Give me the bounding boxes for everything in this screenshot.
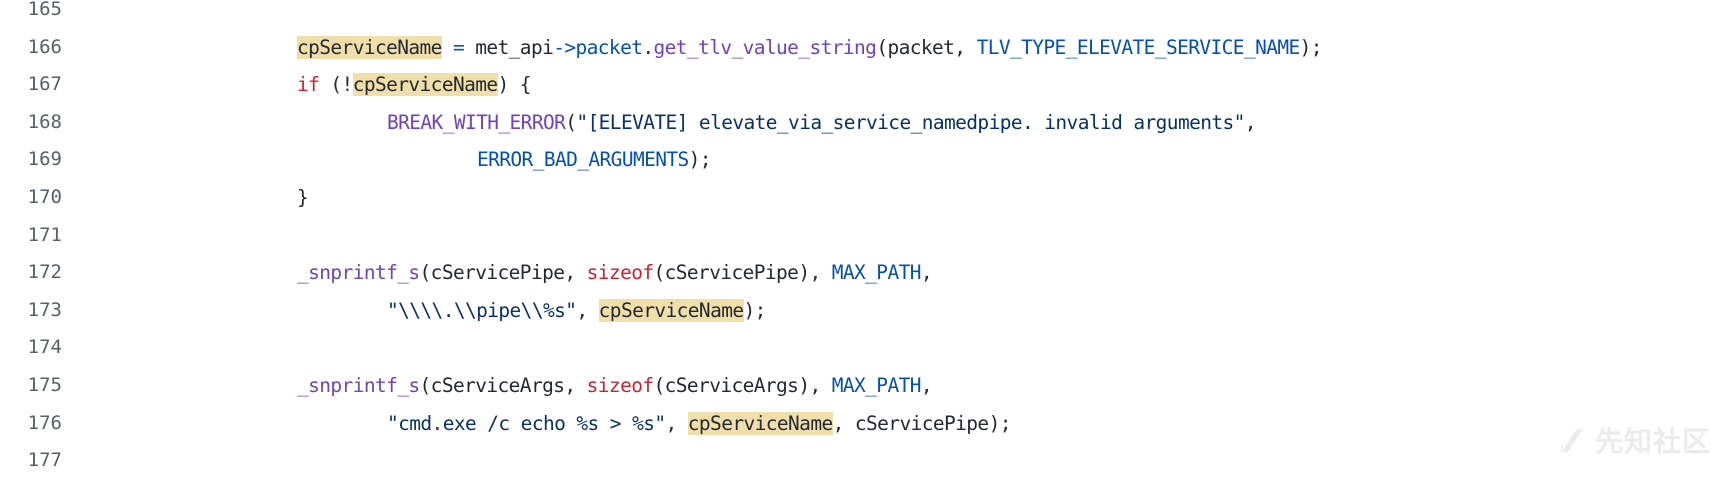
code-content: _snprintf_s(cServiceArgs, sizeof(cServic… (297, 367, 933, 405)
code-token: MAX_PATH (831, 373, 922, 397)
highlighted-identifier: cpServiceName (297, 35, 442, 59)
code-line: 176 "cmd.exe /c echo %s > %s", cpServiceN… (0, 405, 1727, 443)
logo-slash-icon (1560, 429, 1583, 453)
code-line: 170} (0, 179, 1727, 217)
code-token: packet (575, 35, 643, 59)
code-token: , (576, 298, 599, 322)
code-token: _snprintf_s (297, 261, 420, 285)
code-token: , (920, 373, 933, 397)
code-token: = (452, 35, 465, 59)
code-token: ); (688, 148, 712, 172)
highlighted-identifier: cpServiceName (598, 298, 744, 322)
code-token: , cServicePipe); (832, 411, 1012, 435)
code-token: "[ELEVATE] elevate_via_service_namedpipe… (576, 110, 1245, 134)
code-token: ); (743, 298, 767, 322)
line-number[interactable]: 175 (27, 373, 62, 396)
line-number[interactable]: 170 (27, 185, 62, 208)
code-token (442, 36, 453, 59)
line-number[interactable]: 173 (27, 298, 62, 321)
code-token: } (297, 185, 309, 209)
code-content: BREAK_WITH_ERROR("[ELEVATE] elevate_via_… (387, 104, 1257, 142)
code-token: get_tlv_value_string (653, 35, 877, 59)
line-number[interactable]: 174 (27, 336, 62, 359)
code-token: (cServiceArgs, (419, 373, 587, 397)
code-token: _snprintf_s (297, 373, 420, 397)
line-number[interactable]: 172 (27, 261, 62, 284)
code-token: (cServicePipe, (419, 261, 587, 285)
code-token: (packet, (876, 35, 977, 59)
code-token: ERROR_BAD_ARGUMENTS (477, 148, 689, 172)
code-content: } (297, 179, 309, 217)
code-token: BREAK_WITH_ERROR (387, 110, 566, 134)
line-number[interactable]: 171 (27, 223, 62, 246)
code-token: (! (319, 73, 353, 97)
line-number[interactable]: 168 (27, 110, 62, 133)
code-line: 173 "\\\\.\\pipe\\%s", cpServiceName); (0, 292, 1727, 330)
line-number[interactable]: 166 (27, 35, 62, 58)
code-token: MAX_PATH (831, 261, 922, 285)
code-line: 165 (0, 0, 1727, 29)
code-line: 166 cpServiceName = met_api->packet.get_t… (0, 29, 1727, 67)
code-token: (cServicePipe), (653, 261, 832, 285)
highlighted-identifier: cpServiceName (687, 411, 833, 435)
code-line: 177 (0, 442, 1727, 480)
code-line: 172 _snprintf_s(cServicePipe, sizeof(cSer… (0, 254, 1727, 292)
code-line: 171 (0, 217, 1727, 255)
code-token: ) { (497, 73, 532, 97)
highlighted-identifier: cpServiceName (352, 73, 498, 97)
code-line: 169 ERROR_BAD_ARGUMENTS); (0, 141, 1727, 179)
code-content: cpServiceName = met_api->packet.get_tlv_… (297, 29, 1323, 67)
line-number[interactable]: 167 (27, 73, 62, 96)
code-line: 167 if (!cpServiceName) { (0, 66, 1727, 104)
code-line: 168 BREAK_WITH_ERROR("[ELEVATE] elevate_v… (0, 104, 1727, 142)
code-token: ( (565, 110, 577, 134)
code-token: met_api (464, 35, 554, 59)
line-number[interactable]: 165 (27, 0, 62, 20)
code-token: "cmd.exe /c echo %s > %s" (387, 411, 666, 435)
code-line: 174 (0, 329, 1727, 367)
code-token: , (920, 261, 933, 285)
line-number[interactable]: 176 (27, 411, 62, 434)
code-content: "cmd.exe /c echo %s > %s", cpServiceName… (387, 405, 1011, 443)
line-number[interactable]: 177 (27, 449, 62, 472)
code-token: TLV_TYPE_ELEVATE_SERVICE_NAME (976, 35, 1301, 59)
line-number[interactable]: 169 (27, 148, 62, 171)
code-content: ERROR_BAD_ARGUMENTS); (477, 141, 712, 179)
code-content: _snprintf_s(cServicePipe, sizeof(cServic… (297, 254, 933, 292)
code-token: , (665, 411, 688, 435)
code-token: sizeof (586, 373, 654, 397)
code-content: "\\\\.\\pipe\\%s", cpServiceName); (387, 292, 766, 330)
code-content: if (!cpServiceName) { (297, 66, 532, 104)
code-token: . (642, 35, 654, 59)
code-token: if (297, 73, 320, 97)
watermark-text: 先知社区 (1594, 425, 1711, 458)
code-token: sizeof (586, 261, 654, 285)
code-token: ); (1299, 35, 1323, 59)
code-line: 175 _snprintf_s(cServiceArgs, sizeof(cSer… (0, 367, 1727, 405)
code-token: (cServiceArgs), (653, 373, 832, 397)
code-token: "\\\\.\\pipe\\%s" (387, 298, 577, 322)
watermark: 先知社区 (1557, 420, 1711, 460)
code-token: -> (553, 35, 576, 59)
code-token: , (1244, 110, 1257, 134)
